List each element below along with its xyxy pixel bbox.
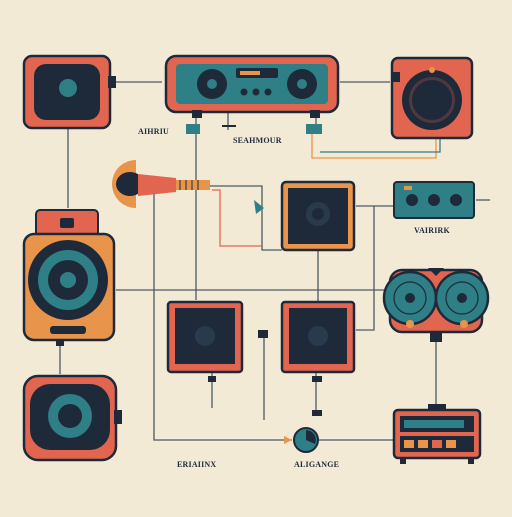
microphone (112, 160, 210, 208)
wire-right-speaker-orange (311, 132, 437, 159)
label-top-left: AIHRIU (138, 127, 169, 136)
amplifier-mid-right (280, 300, 356, 374)
speaker-big-left (22, 209, 116, 342)
reel-tape-deck (382, 268, 490, 342)
amplifier-mid-left (166, 300, 244, 374)
speaker-top-right (390, 56, 474, 140)
speaker-bottom-left (22, 374, 122, 462)
connectors (56, 330, 322, 416)
label-right-mid: VAIRIRK (414, 226, 450, 235)
label-bottom-center: ALIGANGE (294, 460, 340, 469)
volume-knob (284, 427, 319, 453)
label-top-center: SEAHMOUR (233, 136, 282, 145)
wire-module-drop (356, 206, 375, 331)
stereo-receiver (164, 54, 340, 134)
amplifier-center (254, 180, 356, 252)
speaker-top-left (22, 54, 116, 130)
control-module (393, 181, 475, 219)
radio-unit (392, 404, 482, 464)
wire-mic-horizontal (176, 185, 282, 251)
wire-mic-orange (212, 189, 262, 247)
label-bottom-left: ERIAIINX (177, 460, 217, 469)
wire-left-vertical-bus (153, 176, 292, 441)
wire-right-speaker-blue (320, 138, 441, 153)
